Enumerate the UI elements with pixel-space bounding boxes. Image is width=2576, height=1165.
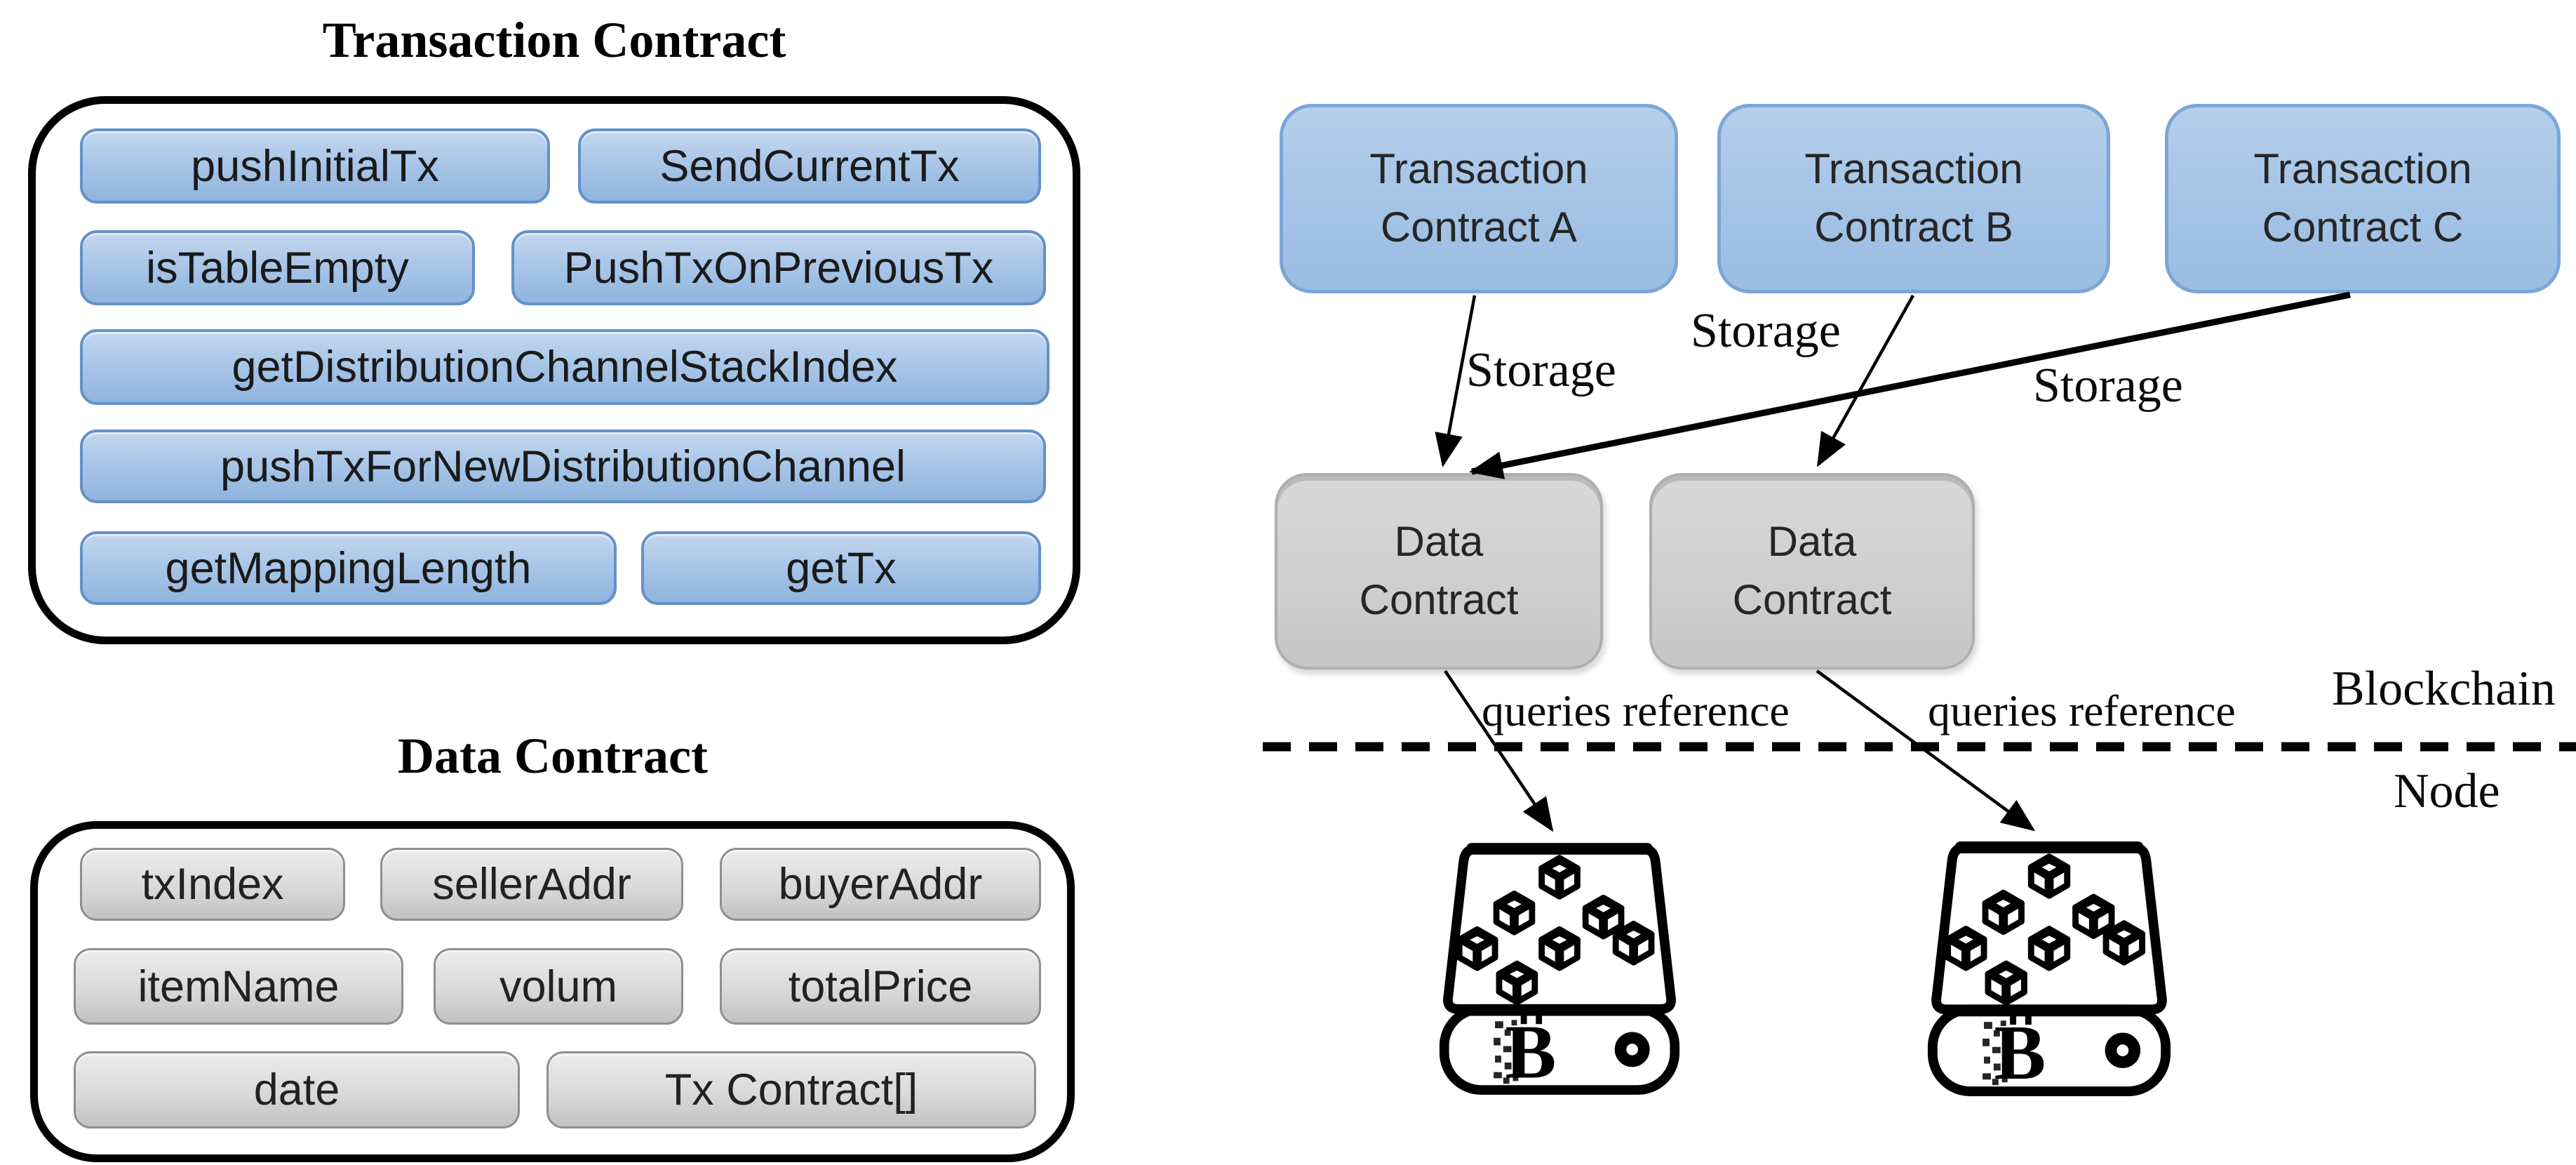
field-pill-buyerAddr: buyerAddr	[720, 848, 1041, 921]
flow-node-transaction-contract-a: Transaction Contract A	[1280, 104, 1678, 293]
queries-reference-label-right: queries reference	[1928, 686, 2236, 735]
method-pill-getMappingLength: getMappingLength	[80, 531, 617, 605]
storage-label-a: Storage	[1466, 343, 1616, 397]
field-pill-tx-contract-array: Tx Contract[]	[546, 1051, 1036, 1129]
field-pill-volum: volum	[434, 948, 683, 1025]
data-contract-title: Data Contract	[398, 728, 708, 784]
blockchain-node-drive-icon-left	[1436, 839, 1683, 1098]
method-pill-getDistributionChannelStackIndex: getDistributionChannelStackIndex	[80, 329, 1049, 405]
flow-node-transaction-contract-c: Transaction Contract C	[2165, 104, 2561, 293]
method-pill-getTx: getTx	[641, 531, 1041, 605]
method-pill-pushInitialTx: pushInitialTx	[80, 128, 550, 204]
transaction-contract-title: Transaction Contract	[322, 12, 786, 68]
field-pill-totalPrice: totalPrice	[720, 948, 1041, 1025]
queries-reference-label-left: queries reference	[1482, 686, 1790, 735]
method-pill-isTableEmpty: isTableEmpty	[80, 230, 475, 305]
method-pill-PushTxOnPreviousTx: PushTxOnPreviousTx	[511, 230, 1046, 305]
storage-label-c: Storage	[2033, 359, 2183, 413]
field-pill-txIndex: txIndex	[80, 848, 345, 921]
method-pill-SendCurrentTx: SendCurrentTx	[578, 128, 1041, 204]
storage-label-b: Storage	[1691, 304, 1841, 358]
blockchain-layer-label: Blockchain	[2332, 662, 2556, 716]
node-layer-label: Node	[2394, 764, 2500, 818]
flow-node-data-contract-right: Data Contract	[1649, 473, 1975, 670]
field-pill-date: date	[74, 1051, 520, 1129]
blockchain-node-drive-icon-right	[1924, 839, 2174, 1098]
method-pill-pushTxForNewDistributionChannel: pushTxForNewDistributionChannel	[80, 430, 1046, 503]
field-pill-itemName: itemName	[74, 948, 403, 1025]
field-pill-sellerAddr: sellerAddr	[380, 848, 683, 921]
flow-node-data-contract-left: Data Contract	[1275, 473, 1603, 670]
flow-node-transaction-contract-b: Transaction Contract B	[1717, 104, 2110, 293]
